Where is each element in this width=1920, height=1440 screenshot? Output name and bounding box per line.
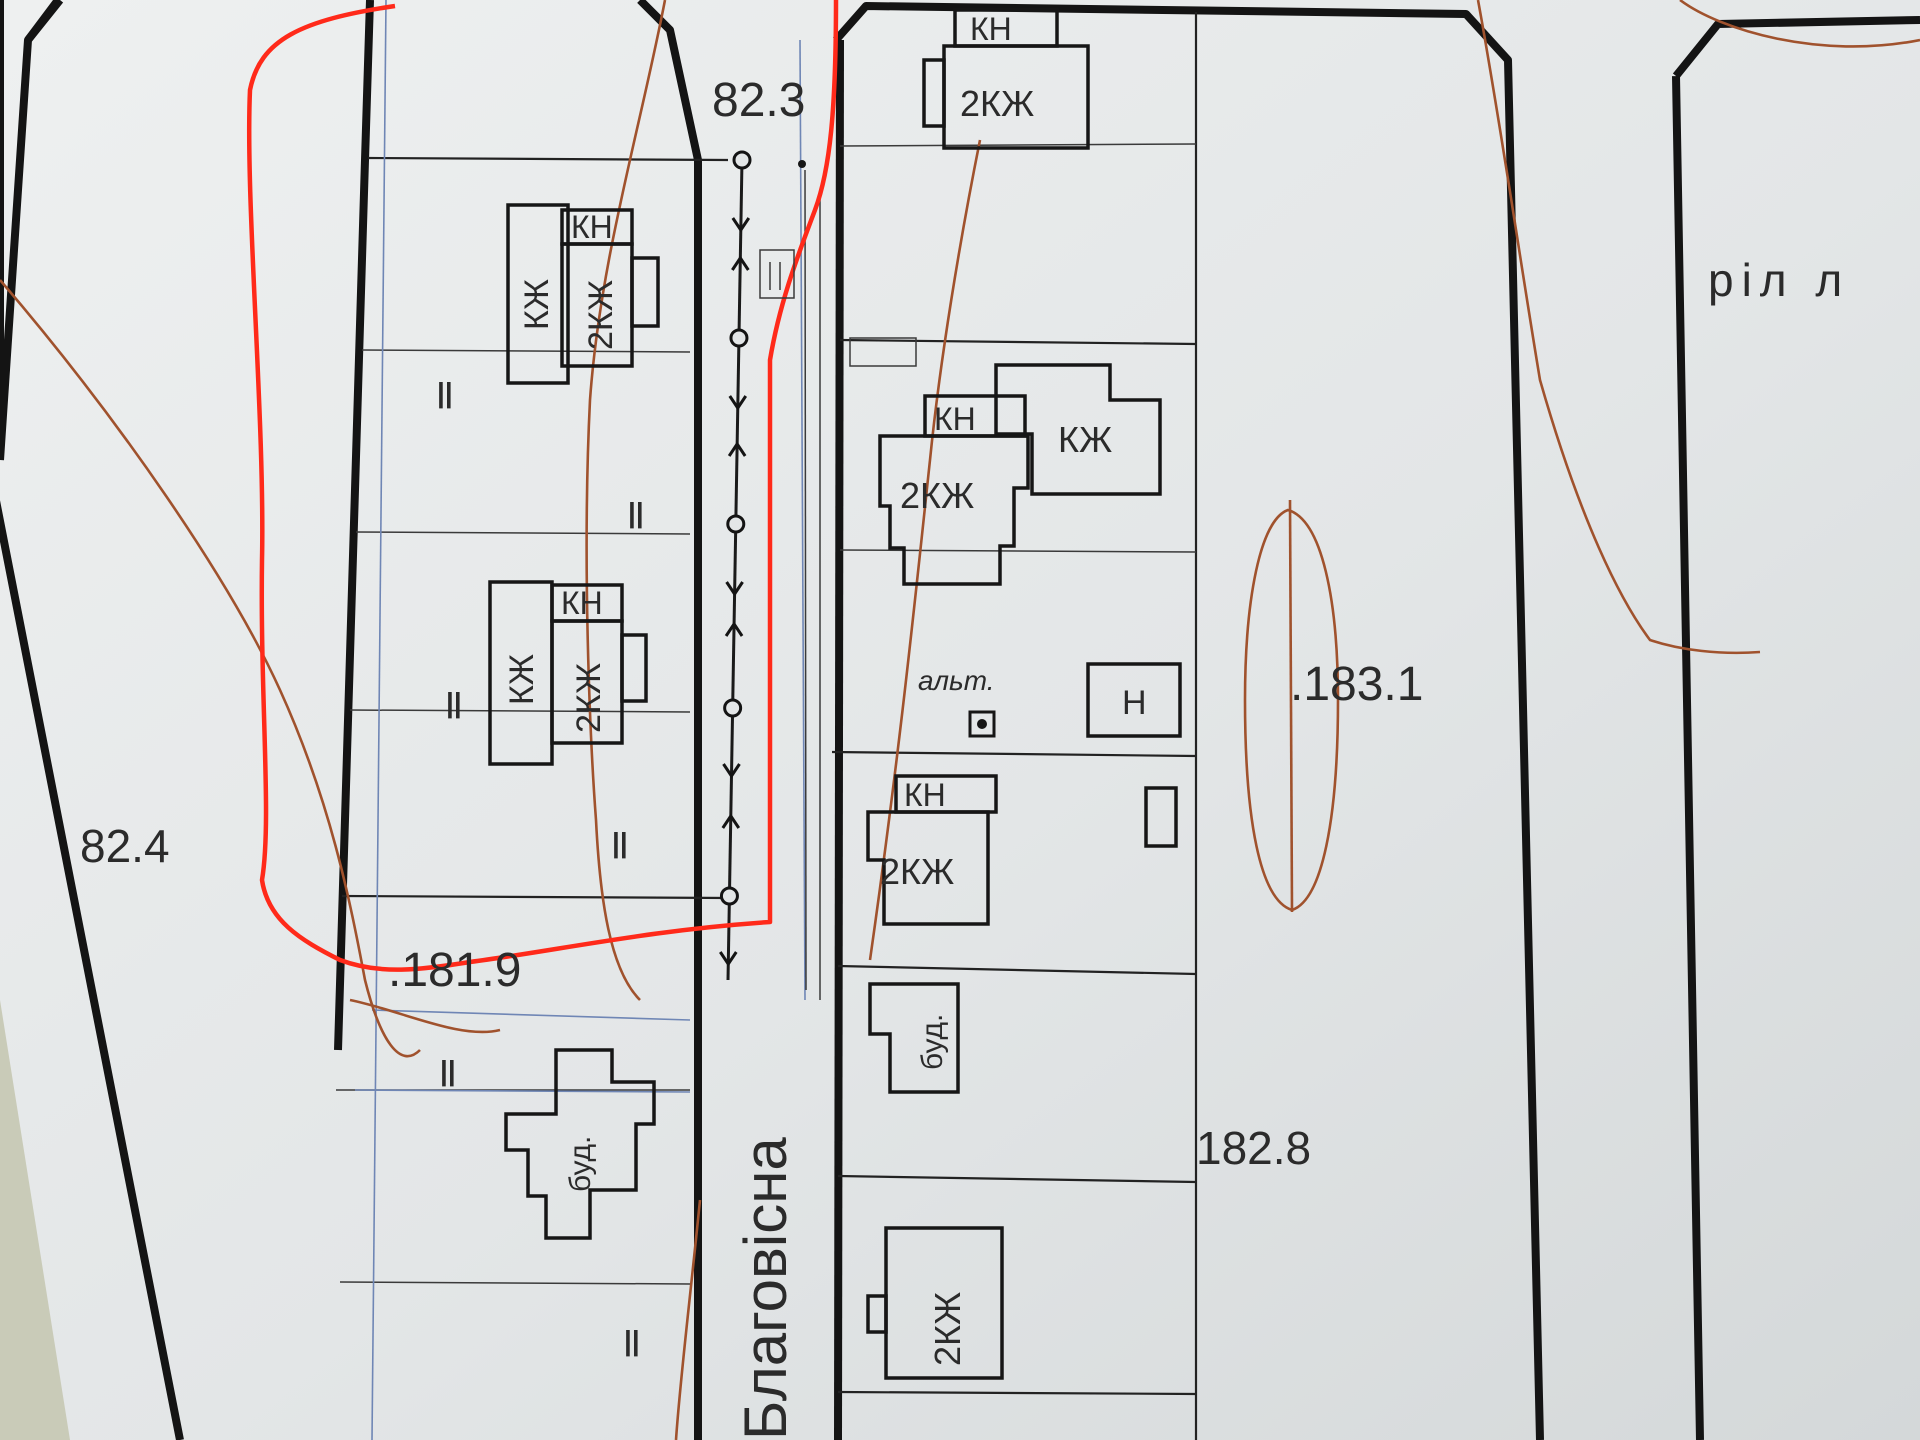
label-kn-w2: КН [561,585,603,621]
utility-line [719,150,752,981]
far-east-block [1672,16,1920,1440]
table-edge [0,1000,70,1440]
label-kzh-w1: КЖ [518,279,556,330]
label-2kzh-e2: 2КЖ [900,475,974,516]
svg-text:||: || [628,497,644,528]
east-plot-lines [831,12,1198,1440]
flow-arrow-icon [731,217,751,233]
west-plot-lines [336,156,731,1285]
street-name: Благовісна [732,1137,799,1440]
svg-text:||: || [437,377,453,408]
label-alt: альт. [918,665,995,696]
east-block-inner-line [834,39,844,1440]
elevation-top: 82.3 [712,74,805,127]
east-block [833,2,1544,1440]
label-2kzh-e3: 2КЖ [880,851,954,892]
building-east-n: Н альт. [918,662,1182,738]
label-bud-w: буд. [564,1136,597,1192]
west-block [637,0,702,1440]
utility-node [729,328,749,348]
label-kzh-w2: КЖ [503,654,541,705]
label-2kzh-w1: 2КЖ [582,280,620,350]
well-icon [968,710,996,738]
building-east-bud: буд. [868,982,960,1094]
building-east-3: КН 2КЖ [866,774,1178,926]
elevation-left: 82.4 [80,820,170,872]
street-small-features [759,160,917,367]
flow-arrow-icon [725,581,744,597]
label-kn-w1: КН [571,209,613,245]
flow-arrow-icon [719,951,738,967]
label-2kzh-e1: 2КЖ [960,83,1034,124]
label-bud-e: буд. [916,1014,949,1070]
street-edge-lines [804,169,821,1000]
flow-arrow-icon [727,441,747,457]
building-west-1: КН КЖ 2КЖ [506,203,660,385]
building-west-bud: буд. [504,1048,656,1240]
svg-text:||: || [440,1055,456,1086]
west-block-inner [334,0,374,1051]
left-road-top [24,0,62,43]
label-kn-e3: КН [904,777,946,813]
label-n: Н [1122,684,1147,722]
flow-arrow-icon [722,763,741,779]
elevation-center-right: .183.1 [1290,658,1423,711]
svg-text:||: || [624,1325,640,1356]
field-label: ріл л [1708,254,1850,306]
building-west-2: КН КЖ 2КЖ [488,580,648,766]
building-east-4: 2КЖ [866,1226,1004,1380]
svg-text:||: || [612,827,628,858]
blue-parcel-lines [354,0,806,1440]
building-east-2: КЖ КН 2КЖ [878,363,1162,586]
label-2kzh-e4: 2КЖ [927,1292,968,1366]
flow-arrow-icon [724,621,744,637]
utility-node [723,698,743,718]
utility-node [719,886,739,906]
utility-node [726,514,746,534]
flow-arrow-icon [731,255,750,271]
label-2kzh-w2: 2КЖ [570,663,608,733]
elevation-center-left: .181.9 [388,944,521,997]
svg-text:||: || [446,687,462,718]
flow-arrow-icon [721,813,741,829]
label-kn-e2: КН [934,401,976,437]
flow-arrow-icon [728,395,748,411]
utility-node [732,150,752,170]
hatch-marks: || || || || || || [437,377,644,1356]
elevation-right: 182.8 [1196,1122,1311,1174]
label-kzh-e2: КЖ [1058,419,1112,460]
label-kn-e1: КН [970,11,1012,47]
building-east-1: КН 2КЖ [922,8,1090,150]
